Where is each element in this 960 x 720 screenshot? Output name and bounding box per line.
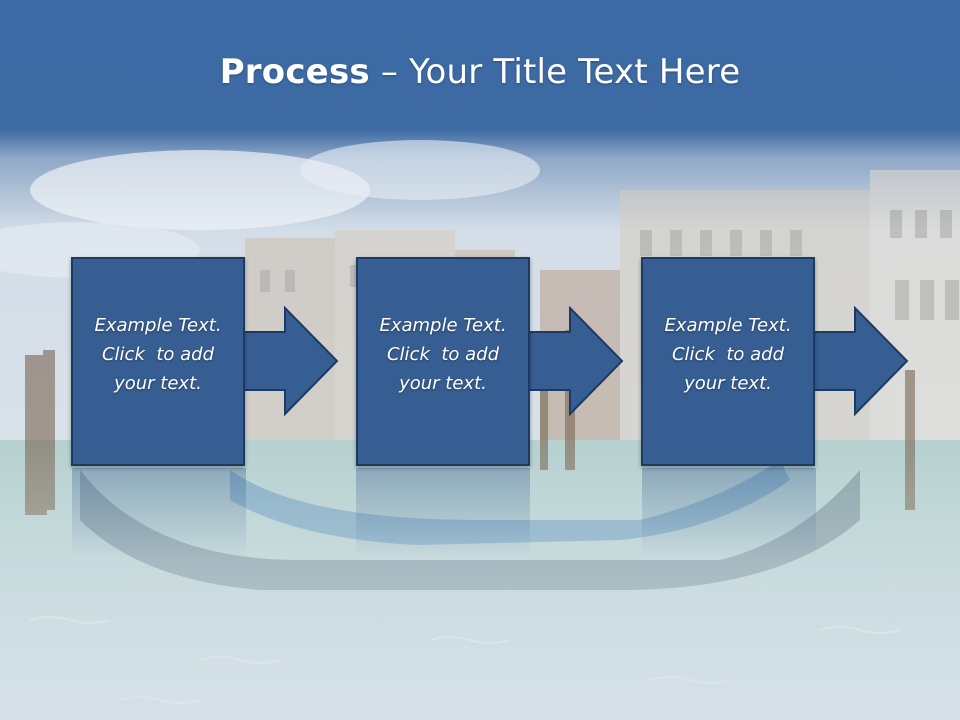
- process-step-3[interactable]: Example Text. Click to add your text.: [641, 257, 815, 466]
- step-text-line: Example Text.: [664, 315, 792, 336]
- process-step-2[interactable]: Example Text. Click to add your text.: [356, 257, 530, 466]
- arrow-right-icon: [813, 306, 909, 416]
- process-step-1[interactable]: Example Text. Click to add your text.: [71, 257, 245, 466]
- step-2-reflection: [356, 468, 530, 558]
- step-text-line: your text.: [399, 373, 487, 394]
- title-rest: – Your Title Text Here: [369, 52, 741, 92]
- step-3-text[interactable]: Example Text. Click to add your text.: [648, 311, 808, 398]
- step-1-text[interactable]: Example Text. Click to add your text.: [78, 311, 238, 398]
- step-text-line: Example Text.: [94, 315, 222, 336]
- arrow-right-icon: [243, 306, 339, 416]
- step-text-line: Click to add: [386, 344, 499, 365]
- step-3-reflection: [642, 468, 816, 558]
- step-text-line: your text.: [684, 373, 772, 394]
- step-text-line: Click to add: [101, 344, 214, 365]
- step-2-text[interactable]: Example Text. Click to add your text.: [363, 311, 523, 398]
- step-1-reflection: [72, 468, 246, 558]
- step-text-line: your text.: [114, 373, 202, 394]
- step-text-line: Click to add: [671, 344, 784, 365]
- title-bar: Process – Your Title Text Here: [0, 0, 960, 150]
- step-text-line: Example Text.: [379, 315, 507, 336]
- arrow-right-icon: [528, 306, 624, 416]
- title-bold: Process: [219, 52, 370, 92]
- slide-title[interactable]: Process – Your Title Text Here: [220, 52, 741, 92]
